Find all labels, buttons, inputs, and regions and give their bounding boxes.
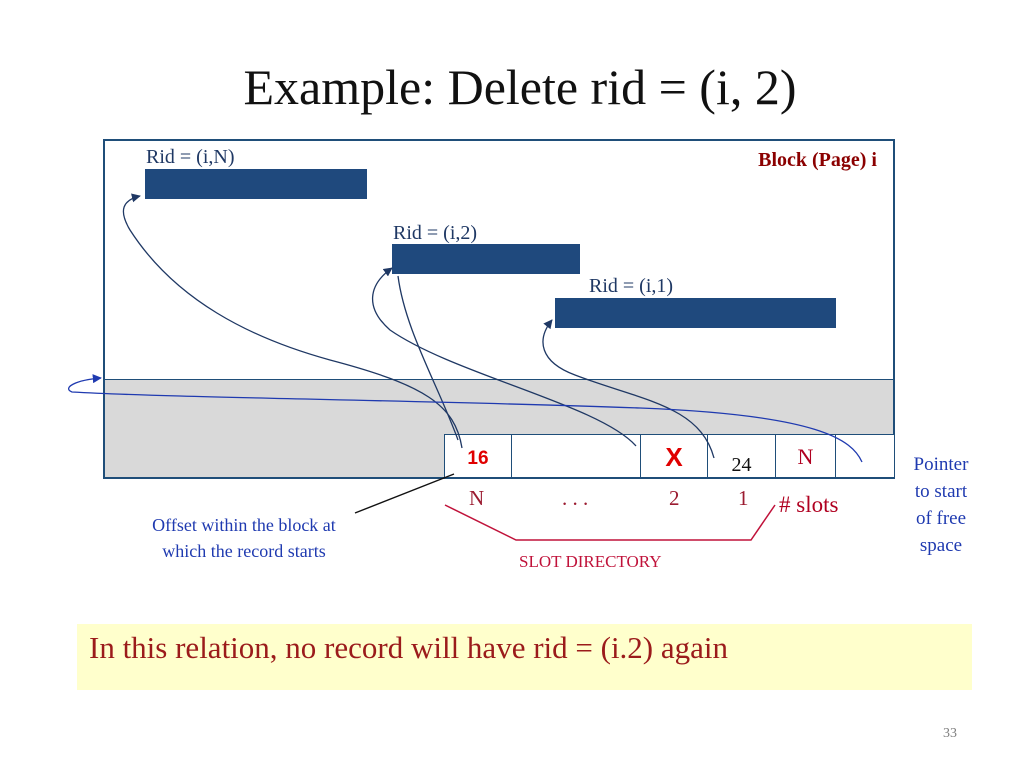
record-2-bar [392,244,580,274]
free-space-boundary [105,379,893,380]
offset-label-line: Offset within the block at [152,515,336,535]
slot-2-deleted-marker: X [640,434,708,478]
record-n-bar [145,169,367,199]
free-space-pointer-line: space [919,535,963,556]
offset-label: Offset within the block at which the rec… [113,512,375,564]
block-label: Block (Page) i [758,149,877,171]
num-slots-label: # slots [779,492,839,517]
slide-title: Example: Delete rid = (i, 2) [243,59,797,115]
slot-index-1: 1 [738,486,749,510]
slot-directory-brace [444,504,776,541]
offset-label-line: which the record starts [162,541,326,561]
slot-n-offset: 16 [444,434,512,478]
note-box: In this relation, no record will have ri… [77,624,972,690]
num-slots-cell: N [775,434,836,478]
offset-callout-line [354,473,455,514]
page-number: 33 [943,726,957,741]
free-space-pointer-line: to start [914,481,968,502]
slot-1-offset: 24 [707,434,776,478]
note-text: In this relation, no record will have ri… [89,630,729,665]
record-2-label: Rid = (i,2) [393,222,478,244]
record-n-label: Rid = (i,N) [146,146,235,168]
free-space-pointer-label: Pointer to start of free space [896,451,986,559]
slot-index-ellipsis: . . . [562,486,589,510]
slot-directory-label: SLOT DIRECTORY [519,552,662,571]
slot-ellipsis [511,434,641,478]
record-1-label: Rid = (i,1) [589,275,674,297]
free-space-pointer-line: Pointer [913,454,969,475]
free-space-pointer-cell [835,434,895,478]
slot-index-2: 2 [669,486,680,510]
record-1-bar [555,298,836,328]
free-space-pointer-line: of free [915,508,967,529]
slot-index-n: N [469,486,485,510]
